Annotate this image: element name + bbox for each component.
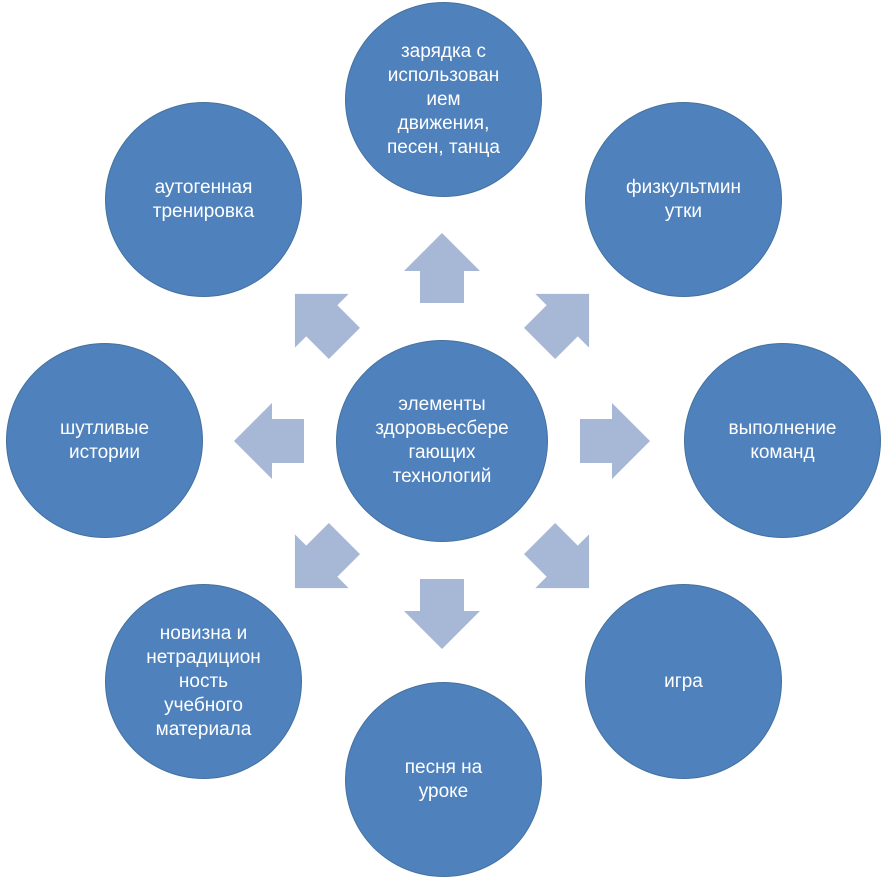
node-top-left-label: аутогенная тренировка: [152, 176, 255, 222]
node-top-left: аутогенная тренировка: [105, 102, 302, 297]
node-bottom: песня на уроке: [345, 682, 542, 877]
arrow-down-right: [524, 523, 590, 589]
node-bottom-label: песня на уроке: [404, 756, 483, 802]
node-top: зарядка с использован ием движения, песе…: [345, 2, 542, 197]
node-bottom-right: игра: [585, 584, 782, 779]
arrow-up-right: [524, 293, 590, 359]
node-top-right: физкультмин утки: [585, 102, 782, 297]
arrow-down: [404, 579, 480, 649]
arrow-up-left: [294, 293, 360, 359]
node-right-label: выполнение команд: [728, 417, 837, 463]
node-top-label: зарядка с использован ием движения, песе…: [387, 40, 500, 158]
center-node-label: элементы здоровьесбере гающих технологий: [375, 394, 509, 487]
arrow-left: [234, 403, 304, 479]
node-left: шутливые истории: [6, 343, 203, 538]
arrow-down-left: [294, 523, 360, 589]
node-left-label: шутливые истории: [59, 417, 150, 463]
center-node: элементы здоровьесбере гающих технологий: [336, 340, 548, 542]
node-top-right-label: физкультмин утки: [626, 176, 741, 222]
node-bottom-left-label: новизна и нетрадицион ность учебного мат…: [146, 622, 261, 740]
node-bottom-right-label: игра: [664, 670, 703, 692]
node-right: выполнение команд: [684, 343, 881, 538]
node-bottom-left: новизна и нетрадицион ность учебного мат…: [105, 584, 302, 779]
arrow-up: [404, 233, 480, 303]
arrow-right: [580, 403, 650, 479]
